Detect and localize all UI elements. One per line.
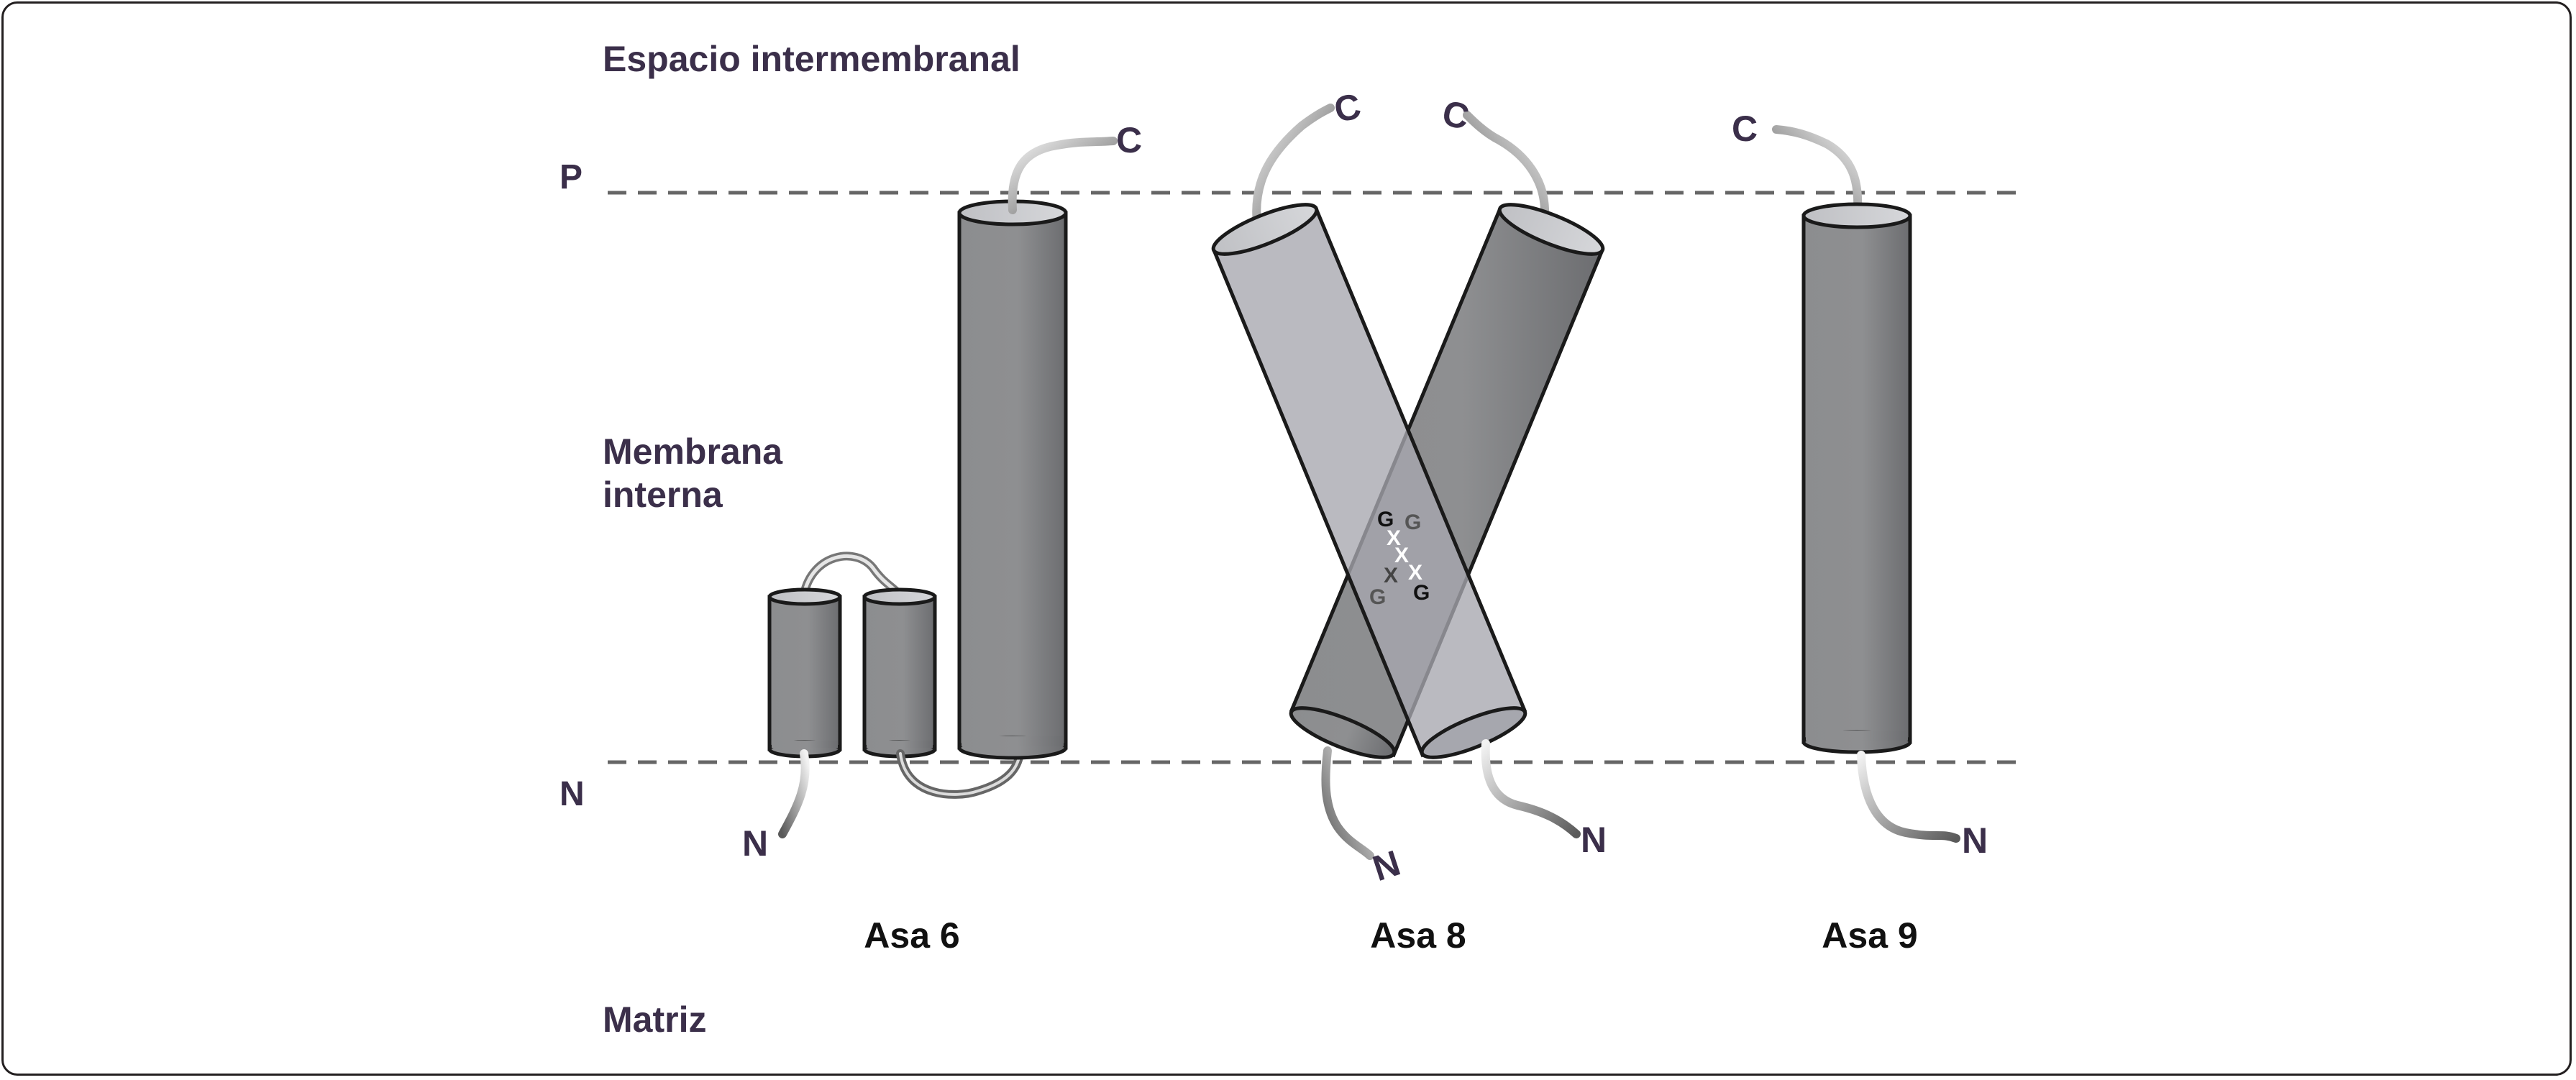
asa-8-right-n-tail — [1481, 739, 1581, 838]
asa-8-right-c-terminus: C — [1439, 93, 1473, 137]
asa-8-helix-left — [1211, 203, 1527, 759]
motif-x-4: X — [1384, 564, 1398, 587]
asa-9-structure — [1772, 125, 1960, 843]
asa-6-n-terminus: N — [742, 823, 768, 864]
asa-6-helix-tall — [957, 199, 1068, 760]
asa-8-structure: G G X X X X G G — [1211, 104, 1605, 860]
n-side-label: N — [559, 775, 585, 813]
asa-6-helix-small-2 — [862, 587, 937, 759]
gxxxg-motif: G G X X X X G G — [1369, 508, 1430, 609]
asa-8-left-n-terminus: N — [1368, 843, 1405, 889]
asa-6-n-tail — [778, 749, 810, 838]
asa-6-helix-small-1 — [767, 587, 842, 759]
asa-9-c-tail — [1772, 125, 1863, 214]
motif-g-2: G — [1405, 511, 1421, 534]
asa-8-left-c-tail — [1252, 104, 1335, 227]
asa-6-c-terminus: C — [1116, 120, 1142, 160]
asa-6-label: Asa 6 — [864, 915, 960, 956]
asa-8-right-c-tail — [1463, 111, 1550, 220]
asa-9-helix — [1801, 202, 1912, 754]
intermembrane-space-label: Espacio intermembranal — [603, 39, 1020, 79]
motif-x-1: X — [1387, 526, 1401, 550]
inner-membrane-label-line2: interna — [603, 475, 723, 515]
motif-g-3: G — [1413, 581, 1430, 605]
inner-membrane-label-line1: Membrana — [603, 431, 783, 472]
asa-6-top-connector — [800, 552, 903, 598]
matrix-label: Matriz — [603, 999, 707, 1040]
p-side-label: P — [559, 158, 583, 196]
asa-8-left-n-tail — [1321, 746, 1374, 860]
asa-8-left-c-terminus: C — [1330, 86, 1364, 130]
motif-x-3: X — [1408, 561, 1422, 585]
motif-g-1: G — [1377, 508, 1394, 531]
asa-8-right-n-terminus: N — [1581, 820, 1607, 860]
asa-8-label: Asa 8 — [1370, 915, 1466, 956]
motif-g-4: G — [1369, 585, 1386, 609]
asa-6-structure: N C — [742, 120, 1142, 864]
asa-9-n-tail — [1857, 751, 1960, 843]
asa-9-c-terminus: C — [1732, 109, 1758, 149]
motif-x-2: X — [1394, 544, 1409, 567]
asa-6-c-tail — [1008, 137, 1118, 214]
asa-9-n-terminus: N — [1962, 820, 1988, 861]
asa-6-bottom-connector — [896, 749, 1024, 799]
asa-9-label: Asa 9 — [1822, 915, 1918, 956]
